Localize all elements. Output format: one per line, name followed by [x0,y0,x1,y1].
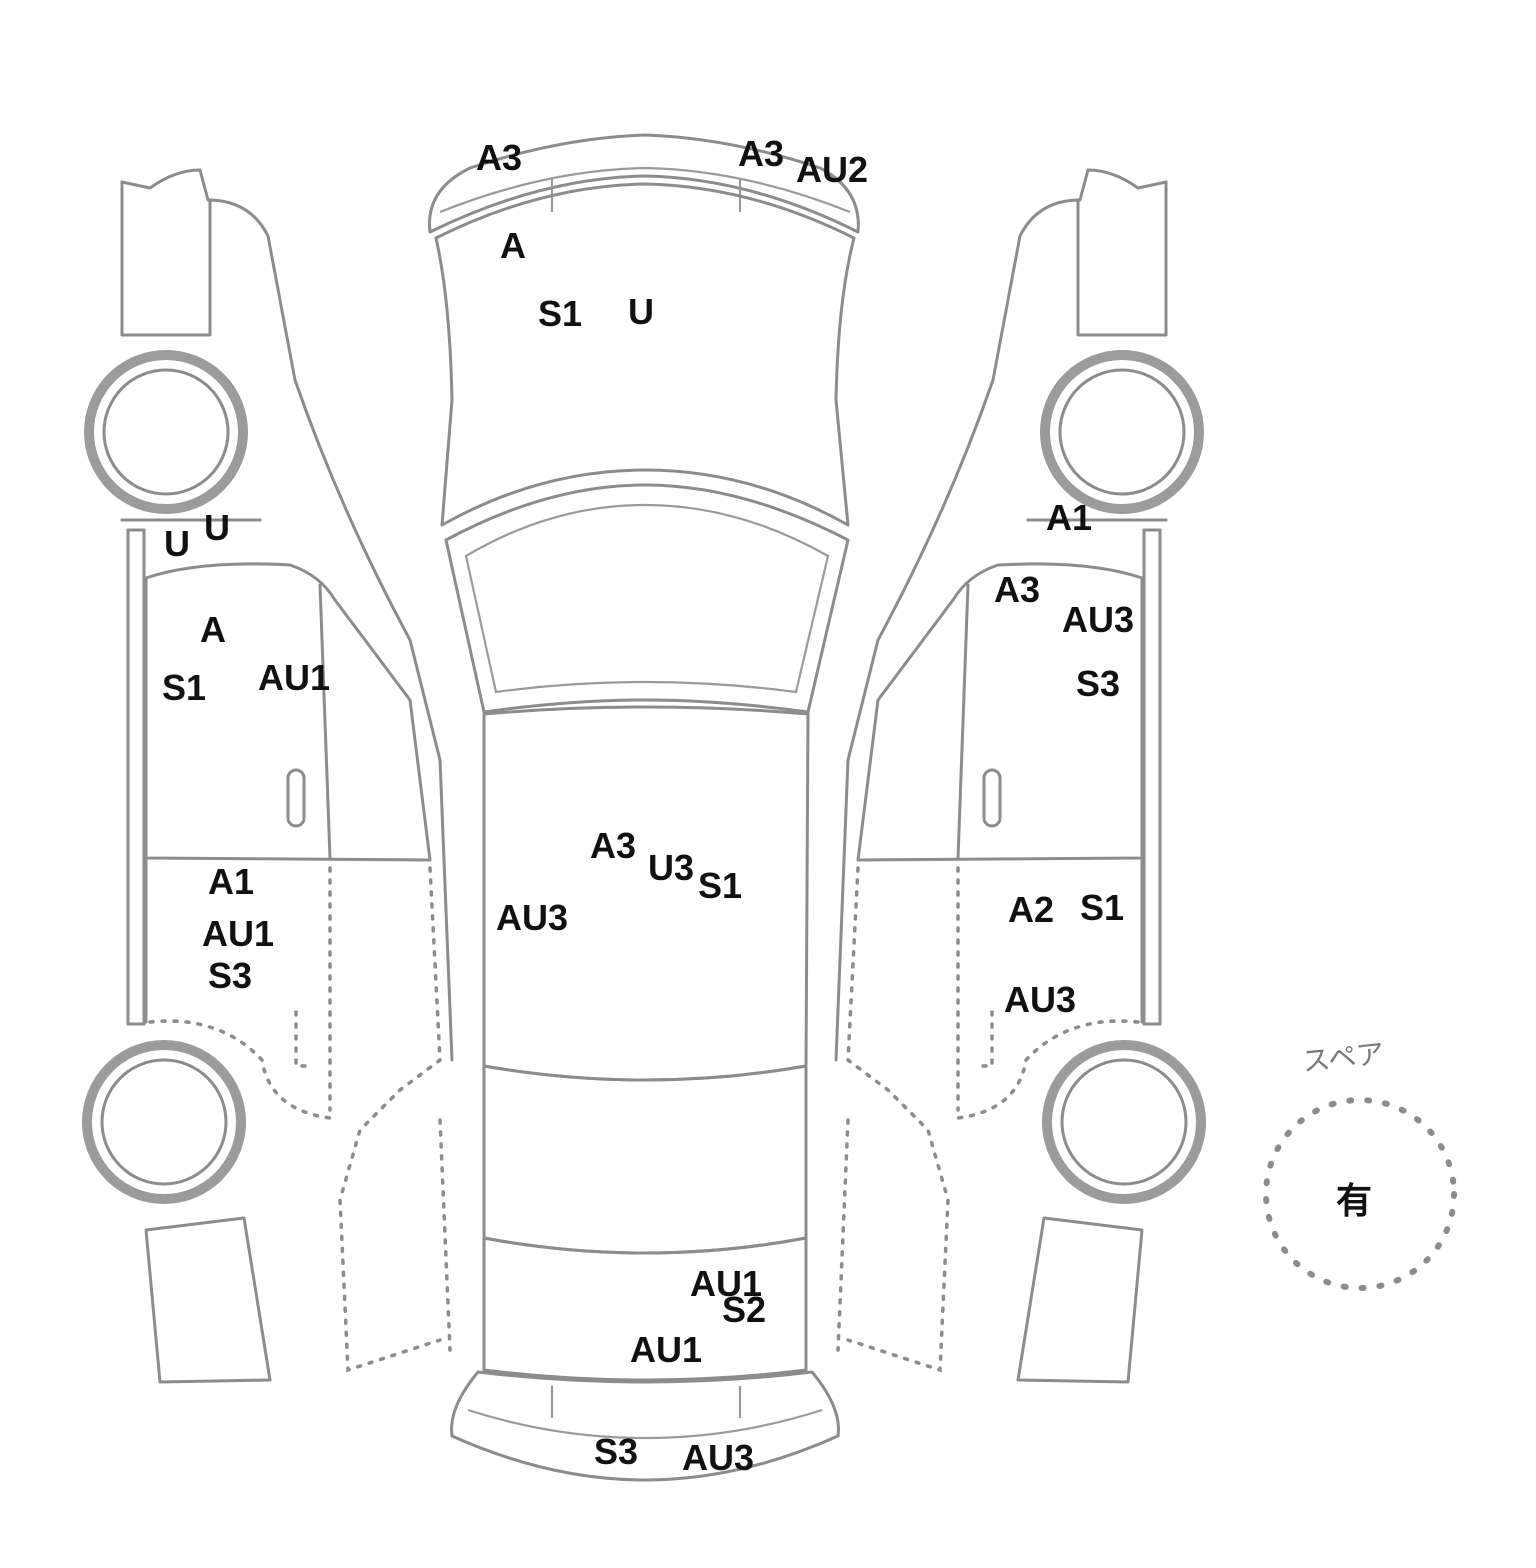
damage-mark: AU3 [682,1437,755,1478]
damage-mark: A1 [1046,497,1093,538]
spare-label: スペア [1300,1036,1386,1079]
top-view [428,133,860,1482]
spare-value: 有 [1336,1181,1373,1222]
damage-mark: S3 [594,1431,639,1472]
rear-bumper [450,1370,840,1482]
damage-mark: AU1 [690,1263,763,1304]
damage-mark: U3 [648,847,695,888]
right-front-fender [834,168,1168,1062]
front-bumper [428,133,860,234]
damage-mark: AU3 [1062,599,1135,640]
left-side-view [82,168,454,1384]
roof [482,705,810,1082]
right-side-view [834,168,1206,1384]
spare-tire-circle [1263,1097,1457,1291]
left-rear-bumper [144,1216,272,1384]
damage-mark: A3 [476,137,523,178]
right-doors [856,562,1144,862]
damage-mark: AU1 [258,657,331,698]
damage-mark: S1 [1080,887,1125,928]
trunk [482,1236,808,1382]
windshield [444,483,850,714]
right-rear-bumper [1016,1216,1144,1384]
damage-mark: AU2 [796,149,869,190]
damage-mark: A [200,609,226,650]
damage-mark: A [500,225,526,266]
damage-mark: AU1 [630,1329,703,1370]
damage-mark: S1 [698,865,743,906]
damage-mark: AU3 [1004,979,1077,1020]
damage-mark: S2 [722,1289,767,1330]
left-doors [144,562,432,862]
damage-mark: S3 [208,955,253,996]
damage-mark: A3 [738,133,785,174]
damage-mark: A1 [208,861,255,902]
hood [434,182,856,527]
damage-mark: U [164,523,190,564]
damage-mark: U [628,291,654,332]
damage-mark: U [204,507,230,548]
damage-mark: A3 [590,825,637,866]
damage-mark: AU1 [202,913,275,954]
damage-mark: S1 [538,293,583,334]
damage-mark: S1 [162,667,207,708]
damage-mark: A2 [1008,889,1055,930]
rear-window [482,1064,808,1255]
damage-mark: AU3 [496,897,569,938]
left-front-fender [120,168,454,1062]
damage-mark: A3 [994,569,1041,610]
damage-mark: S3 [1076,663,1121,704]
